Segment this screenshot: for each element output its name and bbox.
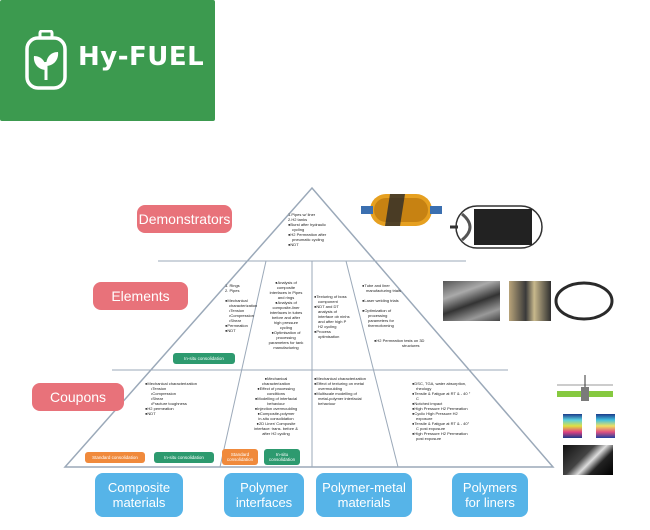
level-label-coupons: Coupons xyxy=(32,383,124,411)
tag-standard-consolidation-coupons: Standard consolidation xyxy=(85,452,145,463)
hydrogen-tank-leaf-icon xyxy=(25,30,67,90)
permeation-map-1 xyxy=(563,414,582,438)
logo-text: Hy-FUEL xyxy=(78,42,205,72)
coupons-composite-text: ●Mechanical characterization •Tension •C… xyxy=(145,381,197,416)
boss-component-photo xyxy=(509,281,551,321)
tag-in-situ-elements: In-situ consolidation xyxy=(173,353,235,364)
tank-schematic-image xyxy=(450,205,543,249)
coupons-polymer-interfaces-text: ●Mechanical characterization ●Effect of … xyxy=(254,376,298,436)
weld-schematic-image xyxy=(557,375,613,401)
column-divider-1 xyxy=(219,260,267,468)
pipe-samples-photo xyxy=(443,281,500,321)
coupons-polymers-liners-text: ●DSC, TGA, water absorption, rheology ●T… xyxy=(412,381,471,441)
elements-composite-text: 1. Rings 2. Pipes ●Mechanical characteri… xyxy=(225,283,258,333)
ring-sample-image xyxy=(554,281,614,321)
level-label-demonstrators: Demonstrators xyxy=(137,205,232,233)
level-label-elements: Elements xyxy=(93,282,188,310)
hy-fuel-logo: Hy-FUEL xyxy=(0,0,215,121)
test-rig-photo xyxy=(563,445,613,475)
permeation-map-2 xyxy=(596,414,615,438)
demonstrators-text: 1.Pipes w/ liner 2.H2 tanks ●Burst after… xyxy=(288,212,327,247)
elements-polymer-metal-text: ●Texturing of boss component ●NDT and DT… xyxy=(314,294,350,339)
tank-cutaway-image xyxy=(361,194,442,226)
elements-polymers-liners-text: ●Tube and liner manufacturing trials ●La… xyxy=(362,283,425,348)
tag-in-situ-consolidation-coupons: In-situ consolidation xyxy=(154,452,214,463)
pyramid-outline xyxy=(63,186,555,468)
column-divider-3 xyxy=(345,260,399,468)
coupons-polymer-metal-text: ●Mechanical characterization ●Effect of … xyxy=(314,376,366,406)
elements-polymer-interfaces-text: ●Analysis of composite interfaces in Pip… xyxy=(268,280,304,350)
